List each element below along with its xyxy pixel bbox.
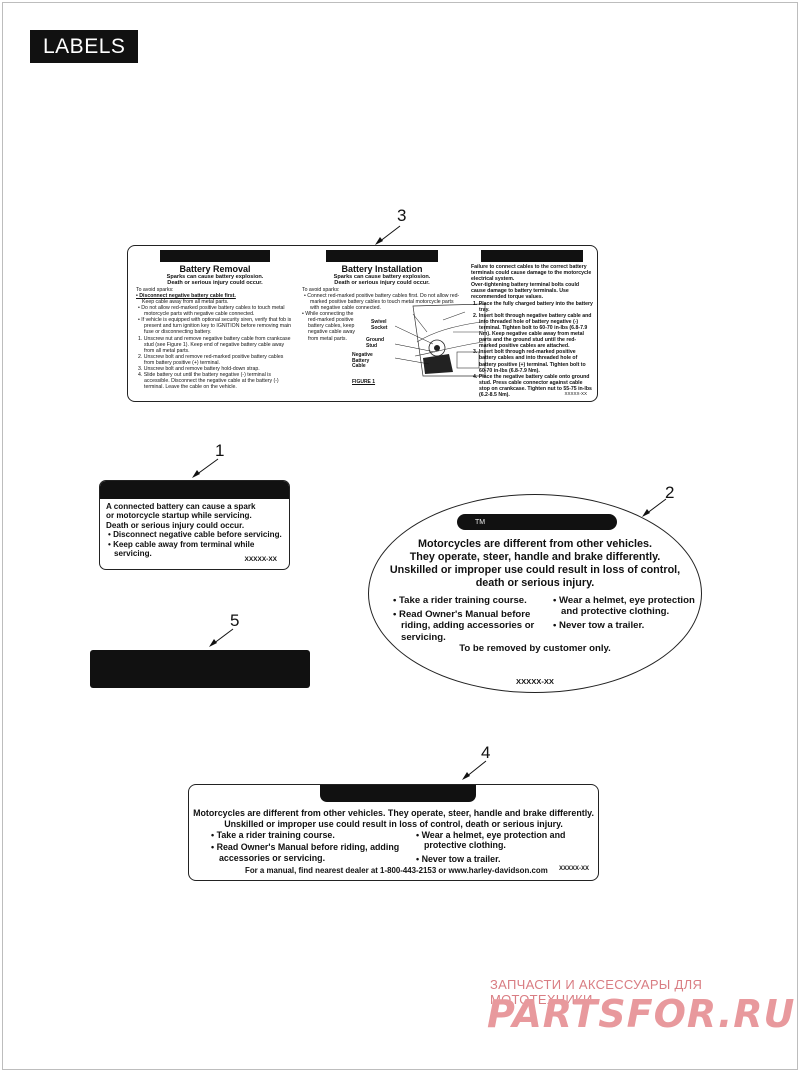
removal-line: Keep cable away from all metal parts. (142, 299, 229, 305)
label-line: A connected battery can cause a spark (106, 502, 256, 511)
label-line: death or serious injury. (475, 577, 595, 590)
label-bullet: • Wear a helmet, eye protection and prot… (553, 595, 695, 618)
leader-5 (209, 628, 234, 647)
installation-intro: To avoid sparks: (302, 286, 340, 293)
callout-4: 4 (481, 743, 491, 762)
installation-line: negative cable away (308, 329, 356, 336)
part-number: XXXXX-XX (516, 677, 554, 686)
callout-3: 3 (397, 206, 407, 225)
label-bullet: • Take a rider training course. (211, 830, 335, 840)
callout-1: 1 (215, 441, 225, 460)
installation-step: 3. Insert bolt through red-marked positi… (473, 349, 586, 374)
warning-bar (481, 250, 583, 262)
battery-service-label: Battery Removal Sparks can cause battery… (127, 245, 598, 402)
warning-bar (160, 250, 270, 262)
installation-step: 1. Place the fully charged battery into … (473, 300, 593, 313)
label-bullet: • Take a rider training course. (393, 595, 527, 606)
label-line: or motorcycle startup while servicing. (106, 511, 252, 521)
removal-line: • Disconnect negative battery cable firs… (136, 292, 236, 299)
installation-notice: Over-tightening battery terminal bolts c… (471, 282, 580, 301)
installation-subheading-1: Sparks can cause battery explosion. (333, 274, 431, 280)
figure-label-swivel-socket: Swivel Socket (371, 319, 388, 331)
bullet-list-right: • Wear a helmet, eye protection and prot… (551, 595, 701, 632)
trademark-mark: TM (475, 519, 486, 526)
battery-installation-column: Battery Installation Sparks can cause ba… (302, 250, 462, 342)
warning-bar (457, 514, 617, 530)
solid-black-label (90, 650, 310, 688)
label-line: Death or serious injury could occur. (106, 520, 245, 530)
figure-label-negative-cable: Negative Battery Cable (352, 352, 373, 369)
label-bullet: • Keep cable away from terminal while se… (108, 539, 255, 559)
installation-line: battery cables, keep (308, 323, 355, 330)
installation-subheading-2: Death or serious injury could occur. (334, 280, 430, 287)
watermark-tagline: ЗАПЧАСТИ И АКСЕССУАРЫ ДЛЯ МОТОТЕХНИКИ (490, 977, 703, 1007)
rider-warning-rectangular-label: Motorcycles are different from other veh… (188, 784, 599, 881)
label-bullet: • Read Owner's Manual before riding, add… (393, 609, 535, 643)
label-line: Unskilled or improper use could result i… (389, 564, 681, 577)
figure-label-ground-stud: Ground Stud (366, 337, 385, 349)
part-number: XXXXX-XX (558, 866, 589, 872)
dealer-info: For a manual, find nearest dealer at 1-8… (245, 866, 548, 875)
battery-figure-illustration (394, 303, 486, 377)
installation-line: • Connect red-marked positive battery ca… (304, 292, 460, 312)
leader-4 (462, 760, 487, 780)
label-line: They operate, steer, handle and brake di… (409, 551, 661, 564)
removal-line: • Do not allow red-marked positive batte… (138, 305, 285, 318)
battery-removal-column: Battery Removal Sparks can cause battery… (136, 250, 294, 390)
watermark-logo: PARTSFOR.RU (487, 992, 796, 1036)
leader-3 (375, 225, 401, 245)
battery-removal-heading: Battery Removal (179, 264, 251, 274)
removal-step: 2. Unscrew bolt and remove red-marked po… (138, 353, 284, 366)
removal-intro: To avoid sparks: (136, 286, 174, 293)
label-line: Motorcycles are different from other veh… (417, 538, 652, 550)
installation-line: red-marked positive (308, 317, 354, 324)
removal-line: • If vehicle is equipped with optional s… (138, 317, 292, 336)
installation-notice: Failure to connect cables to the correct… (471, 264, 592, 283)
leader-2 (642, 498, 667, 517)
installation-line: • While connecting the (302, 311, 354, 318)
bullet-list-right: • Wear a helmet, eye protection and prot… (414, 830, 594, 864)
warning-bar (326, 250, 438, 262)
bullet-list-left: • Take a rider training course. • Read O… (209, 830, 404, 863)
removal-subheading-1: Sparks can cause battery explosion. (166, 274, 264, 280)
label-bullet: • Never tow a trailer. (416, 853, 501, 864)
battery-spark-label: A connected battery can cause a spark or… (99, 480, 290, 570)
label-bullet: • Wear a helmet, eye protection and prot… (416, 830, 566, 851)
battery-installation-heading: Battery Installation (341, 264, 423, 274)
installation-steps-column: Failure to connect cables to the correct… (471, 250, 593, 398)
installation-step: 2. Insert bolt through negative battery … (473, 312, 592, 350)
label-line: Unskilled or improper use could result i… (224, 818, 563, 829)
callout-5: 5 (230, 611, 240, 630)
label-bullet: • Never tow a trailer. (553, 620, 645, 632)
installation-step: 4. Place the negative battery cable onto… (473, 373, 592, 398)
leader-1 (192, 458, 219, 478)
label-bullet: • Disconnect negative cable before servi… (108, 530, 282, 540)
warning-bar (100, 481, 289, 499)
removal-subheading-2: Death or serious injury could occur. (167, 280, 263, 287)
removal-step: 4. Slide battery out until the battery n… (138, 372, 279, 391)
warning-bar (320, 785, 476, 802)
callout-2: 2 (665, 483, 675, 502)
rider-warning-oval-label: TM Motorcycles are different from other … (368, 494, 702, 693)
removal-step: 1. Unscrew nut and remove negative batte… (138, 335, 291, 354)
part-number: XXXXX-XX (244, 556, 277, 563)
part-number: XXXXX-XX (564, 391, 587, 396)
label-line: Motorcycles are different from other veh… (193, 808, 594, 818)
installation-line: from metal parts. (308, 335, 347, 342)
section-title: LABELS (30, 30, 139, 63)
removal-step: 3. Unscrew bolt and remove battery hold-… (138, 366, 260, 373)
figure-caption: FIGURE 1 (352, 379, 376, 385)
label-bullet: • Read Owner's Manual before riding, add… (211, 842, 400, 863)
removal-note: To be removed by customer only. (459, 643, 611, 654)
bullet-list-left: • Take a rider training course. • Read O… (391, 595, 551, 643)
